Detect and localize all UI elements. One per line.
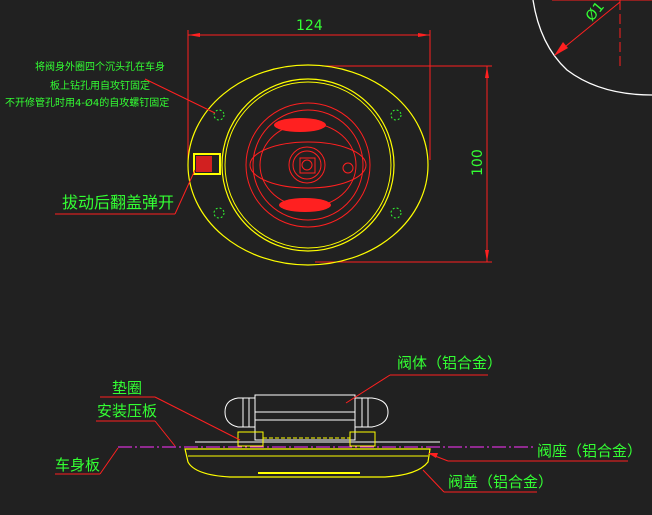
width-dimension: 124 bbox=[296, 18, 323, 34]
note-line-3: 不开修管孔时用4-Ø4的自攻螺钉固定 bbox=[5, 96, 169, 109]
valve-cover-label: 阀盖（铝合金） bbox=[448, 473, 553, 491]
label-mount-plate: 安装压板 bbox=[96, 402, 176, 447]
body-panel-label: 车身板 bbox=[55, 456, 100, 474]
section-view bbox=[118, 394, 535, 478]
valve-seat-label: 阀座（铝合金） bbox=[537, 442, 642, 460]
label-valve-seat: 阀座（铝合金） bbox=[428, 442, 642, 462]
plan-view: 124 100 bbox=[187, 18, 492, 266]
note-line-1: 将阀身外圈四个沉头孔在车身 bbox=[35, 60, 165, 73]
label-body-panel: 车身板 bbox=[55, 447, 119, 475]
diameter-label: Ø1 bbox=[583, 0, 608, 25]
flip-open-label: 拔动后翻盖弹开 bbox=[62, 193, 174, 212]
label-valve-body: 阀体（铝合金） bbox=[345, 354, 502, 404]
detail-circle: Ø1 bbox=[532, 0, 652, 96]
latch-button bbox=[193, 153, 221, 175]
height-dimension: 100 bbox=[470, 149, 486, 176]
label-washer: 垫圈 bbox=[100, 379, 241, 441]
label-valve-cover: 阀盖（铝合金） bbox=[422, 469, 553, 493]
note-line-2: 板上钻孔用自攻钉固定 bbox=[50, 79, 150, 92]
mount-plate-label: 安装压板 bbox=[97, 402, 157, 420]
washer-label: 垫圈 bbox=[112, 379, 142, 397]
valve-body-label: 阀体（铝合金） bbox=[397, 354, 502, 372]
flip-open-note: 拔动后翻盖弹开 bbox=[55, 169, 196, 215]
install-note: 将阀身外圈四个沉头孔在车身 板上钻孔用自攻钉固定 不开修管孔时用4-Ø4的自攻螺… bbox=[5, 60, 216, 114]
arrow-icon bbox=[554, 42, 568, 56]
